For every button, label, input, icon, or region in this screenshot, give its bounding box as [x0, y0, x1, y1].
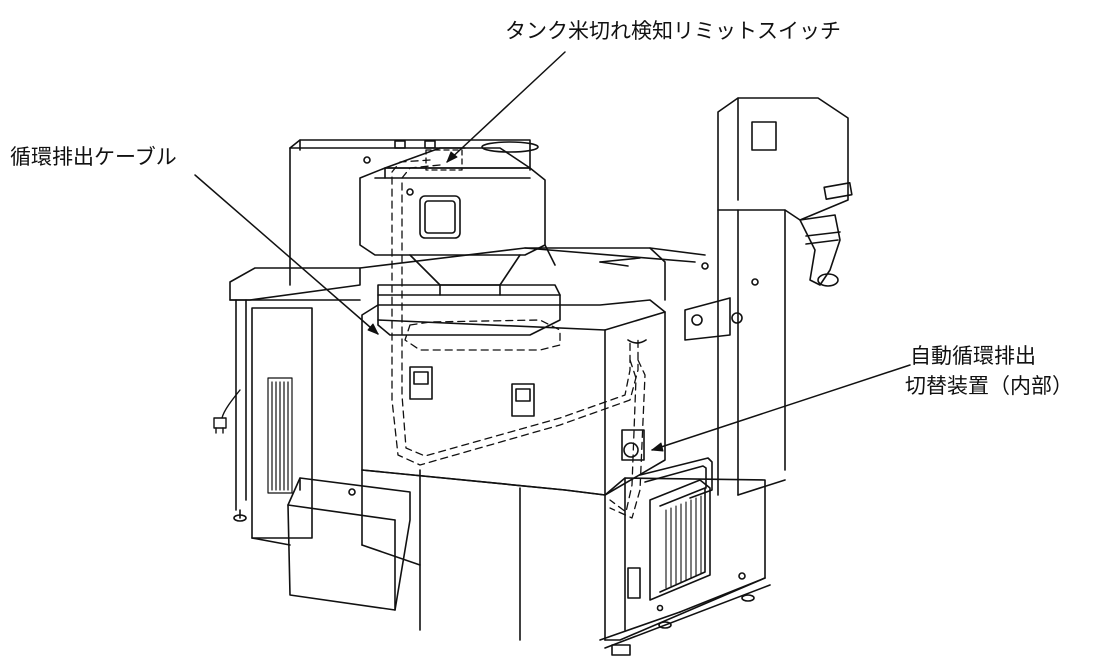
rear-tower	[290, 140, 538, 285]
left-vent-grille	[268, 378, 292, 493]
power-plug	[214, 390, 240, 433]
arrowheads	[368, 152, 663, 451]
right-side-panel	[600, 478, 770, 655]
right-elevator	[685, 98, 852, 495]
circulation-cable-label: 循環排出ケーブル	[10, 145, 177, 169]
auto-switch-label-line2: 切替装置（内部）	[905, 374, 1073, 398]
lower-cabinet	[362, 470, 605, 640]
limit-switch-label: タンク米切れ検知リミットスイッチ	[505, 19, 841, 43]
main-deck	[360, 248, 708, 300]
auto-switch-device	[622, 430, 712, 498]
left-base-frame	[230, 268, 360, 545]
main-cabinet	[362, 300, 665, 545]
cable-route	[392, 160, 645, 518]
right-vent-grille	[666, 496, 701, 588]
leader-lines	[195, 52, 910, 450]
front-box	[288, 478, 410, 610]
upper-tank	[360, 148, 555, 295]
auto-switch-label-line1: 自動循環排出	[910, 344, 1036, 368]
